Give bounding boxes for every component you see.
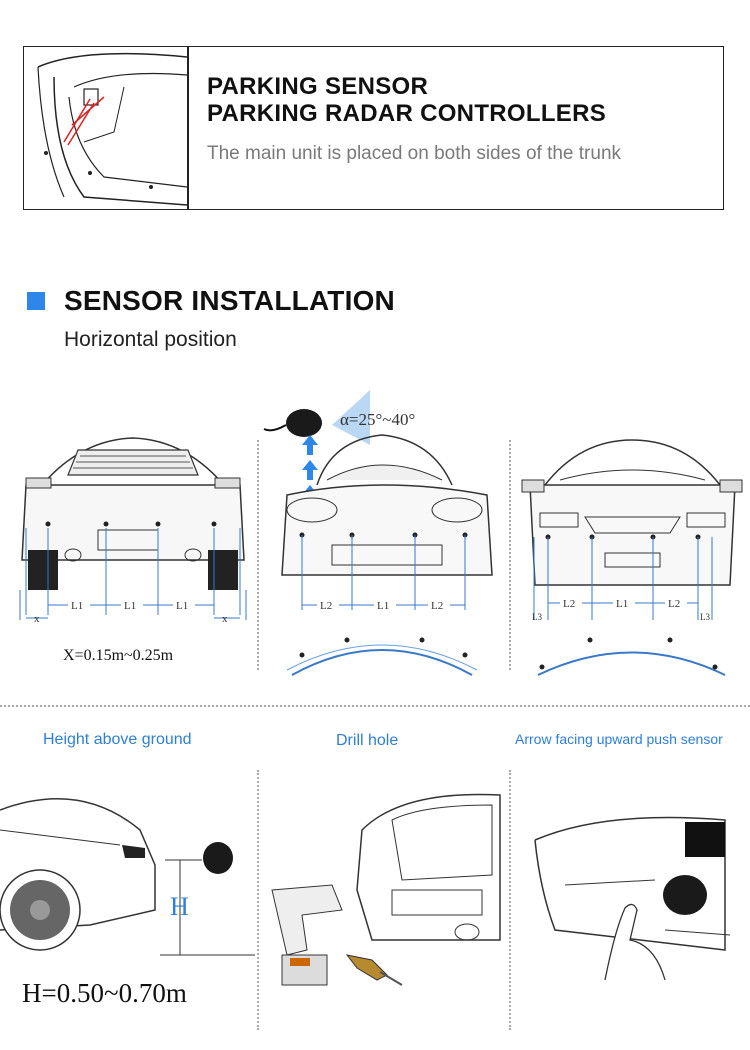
rear-car-diagram: L1 L1 L1 x x [19, 437, 247, 625]
dimension-label: L2 [563, 598, 575, 610]
section-separator [0, 705, 750, 707]
dimension-label: L2 [320, 600, 332, 612]
dimension-label: x [222, 613, 228, 625]
dimension-label: L1 [71, 600, 83, 612]
dimension-label: x [34, 613, 40, 625]
header-divider [187, 47, 189, 209]
spacing-formula: X=0.15m~0.25m [63, 647, 174, 664]
section-title: SENSOR INSTALLATION [64, 285, 395, 316]
drill-caption: Drill hole [336, 732, 399, 749]
trunk-illustration [37, 52, 187, 206]
diagram-separator [257, 440, 259, 670]
dimension-label: L3 [700, 612, 710, 622]
product-description: The main unit is placed on both sides of… [207, 143, 622, 164]
sensor-icon [663, 875, 707, 915]
product-header-box: PARKING SENSOR PARKING RADAR CONTROLLERS… [23, 46, 724, 210]
sensor-icon [286, 409, 322, 437]
height-caption: Height above ground [43, 731, 192, 748]
dimension-label: L1 [377, 600, 389, 612]
diagram-separator [509, 440, 511, 670]
sensor-icon [203, 842, 233, 874]
push-diagram [534, 816, 731, 981]
dimension-label: L2 [668, 598, 680, 610]
dimension-label: L3 [532, 612, 542, 622]
front-car-diagram: L2 L1 L2 [263, 390, 493, 676]
hand-icon [604, 903, 666, 981]
hole-saw-icon [345, 954, 388, 981]
dimension-label: L1 [616, 598, 628, 610]
push-caption: Arrow facing upward push sensor [515, 731, 723, 747]
drill-diagram [271, 793, 501, 986]
dimension-label: L1 [176, 600, 188, 612]
product-title-line2: PARKING RADAR CONTROLLERS [207, 100, 607, 127]
product-title-line1: PARKING SENSOR [207, 73, 429, 100]
step-separator [509, 770, 511, 1030]
height-diagram: H [0, 798, 255, 956]
step-separator [257, 770, 259, 1030]
sedan-diagram: L2 L1 L2 L3 L3 [521, 439, 743, 676]
drill-icon [271, 884, 343, 956]
dimension-label: L1 [124, 600, 136, 612]
height-marker: H [170, 892, 189, 921]
height-formula: H=0.50~0.70m [22, 978, 187, 1008]
section-subtitle: Horizontal position [64, 328, 237, 351]
dimension-label: L2 [431, 600, 443, 612]
section-bullet-icon [27, 292, 45, 310]
detection-angle-label: α=25°~40° [340, 410, 416, 429]
